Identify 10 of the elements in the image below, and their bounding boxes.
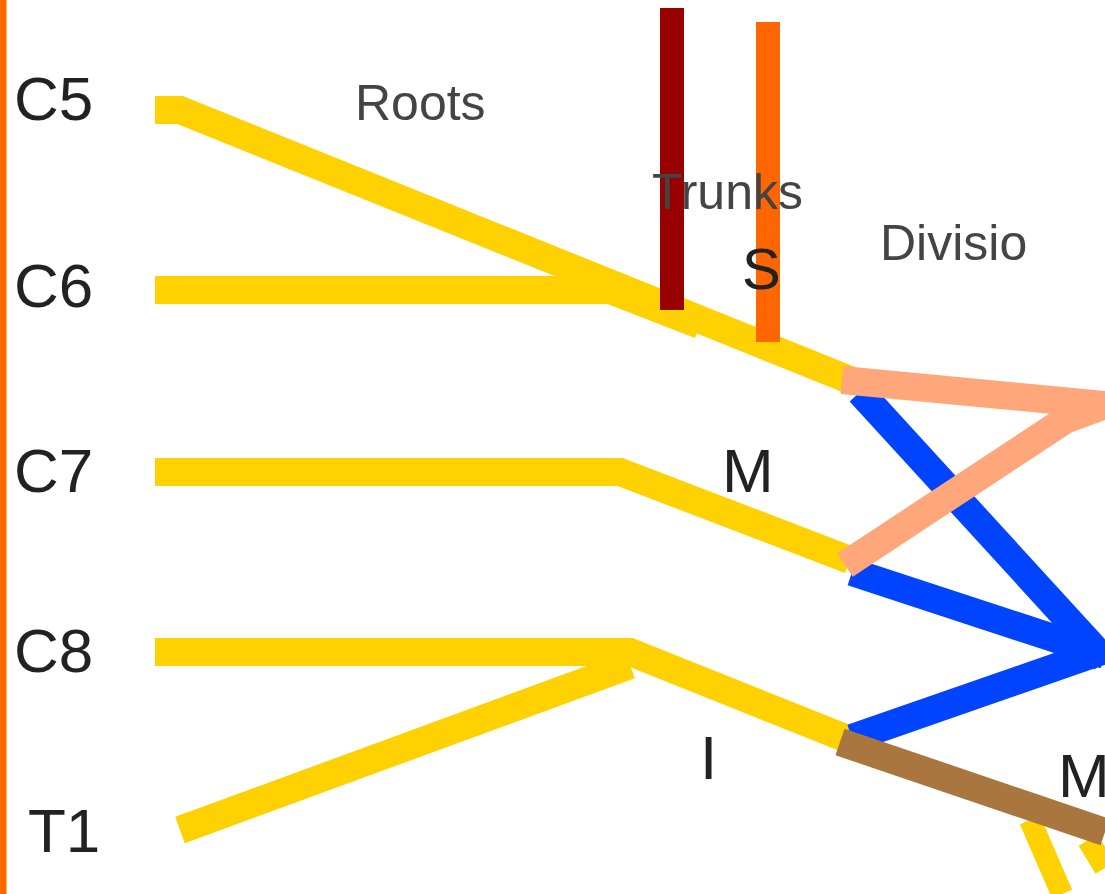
- root-label: C7: [14, 440, 94, 502]
- root-label: C6: [14, 255, 94, 317]
- column-heading: Roots: [355, 78, 486, 128]
- column-heading: Divisio: [880, 218, 1028, 268]
- root-label: T1: [28, 800, 101, 862]
- root-label: C5: [14, 68, 94, 130]
- cord-label: M: [1058, 745, 1105, 807]
- trunk-label: I: [700, 727, 718, 789]
- root-label: C8: [14, 620, 94, 682]
- trunk-label: M: [722, 440, 774, 502]
